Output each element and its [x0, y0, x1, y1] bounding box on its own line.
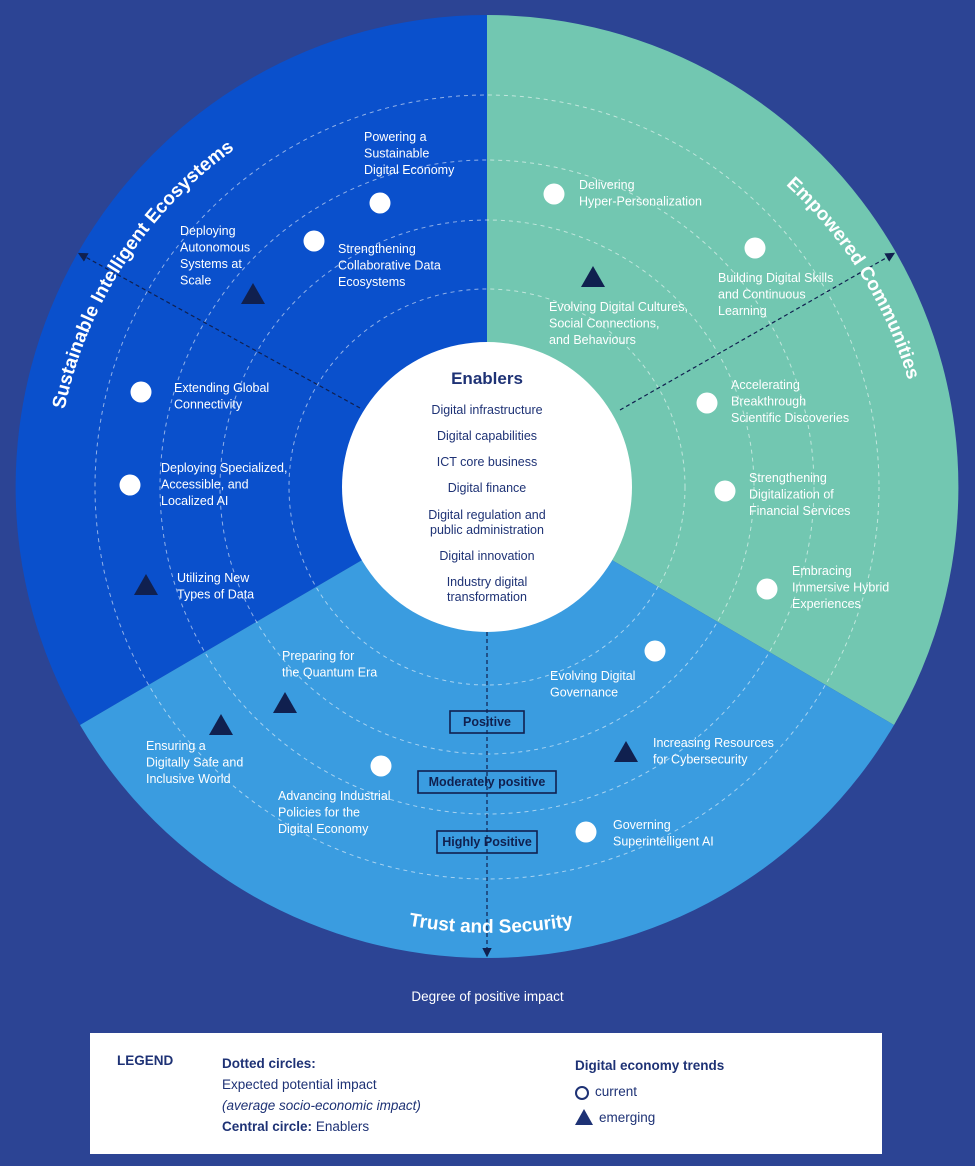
current-trend-circle-icon: [575, 821, 597, 843]
current-trend-circle-icon: [543, 183, 565, 205]
axis-caption: Degree of positive impact: [411, 989, 564, 1004]
legend-dotted-note: (average socio-economic impact): [222, 1098, 421, 1113]
emerging-trend-triangle-icon: [581, 266, 605, 287]
legend-emerging-row: emerging: [575, 1105, 724, 1131]
impact-level-highly-positive-label: Highly Positive: [442, 835, 532, 849]
legend-impact-column: Dotted circles: Expected potential impac…: [222, 1053, 421, 1137]
current-trend-circle-icon: [744, 237, 766, 259]
enabler-item: Digital infrastructure: [431, 403, 542, 417]
legend-central-title: Central circle:: [222, 1119, 313, 1134]
enablers-title: Enablers: [451, 369, 523, 388]
current-circle-icon: [575, 1086, 589, 1100]
legend-box: LEGEND Dotted circles: Expected potentia…: [90, 1033, 882, 1154]
current-trend-circle-icon: [370, 755, 392, 777]
current-trend-circle-icon: [119, 474, 141, 496]
legend-emerging-label: emerging: [599, 1110, 656, 1125]
axis-sustainable-arrow: [77, 252, 361, 409]
legend-central-desc: Enablers: [315, 1119, 370, 1134]
sector-trust-and-security: [80, 487, 894, 958]
impact-ring-outermost: [94, 94, 880, 880]
emerging-trend-triangle-icon: [134, 574, 158, 595]
emerging-triangle-icon: [575, 1109, 593, 1125]
impact-level-moderately-positive: Moderately positive: [417, 770, 557, 794]
axis-empowered-arrow: [619, 252, 896, 411]
enabler-item: Digital finance: [448, 481, 527, 495]
emerging-trend-triangle-icon: [614, 741, 638, 762]
impact-level-positive: Positive: [449, 710, 525, 734]
legend-title: LEGEND: [117, 1053, 174, 1068]
current-trend-circle-icon: [130, 381, 152, 403]
impact-level-moderately-positive-label: Moderately positive: [429, 775, 546, 789]
trend-label: Evolving Digital Cultures,Social Connect…: [549, 300, 688, 347]
enabler-item: Digital innovation: [439, 549, 534, 563]
enabler-item: ICT core business: [437, 455, 538, 469]
legend-trends-column: Digital economy trends current emerging: [575, 1053, 724, 1131]
emerging-trend-triangle-icon: [273, 692, 297, 713]
legend-dotted-desc: Expected potential impact: [222, 1077, 377, 1092]
current-trend-circle-icon: [303, 230, 325, 252]
trend-item: Evolving Digital Cultures,Social Connect…: [549, 266, 688, 347]
impact-level-positive-label: Positive: [463, 715, 511, 729]
current-trend-circle-icon: [369, 192, 391, 214]
impact-level-highly-positive: Highly Positive: [436, 830, 538, 854]
current-trend-circle-icon: [696, 392, 718, 414]
legend-current-row: current: [575, 1079, 724, 1105]
current-trend-circle-icon: [714, 480, 736, 502]
impact-ring-inner: [288, 288, 686, 686]
enabler-item: Digital capabilities: [437, 429, 537, 443]
current-trend-circle-icon: [644, 640, 666, 662]
current-trend-circle-icon: [756, 578, 778, 600]
legend-trends-title: Digital economy trends: [575, 1058, 725, 1073]
legend-current-label: current: [595, 1084, 638, 1099]
emerging-trend-triangle-icon: [241, 283, 265, 304]
enablers-disc: [342, 342, 632, 632]
legend-dotted-title: Dotted circles:: [222, 1056, 316, 1071]
emerging-trend-triangle-icon: [209, 714, 233, 735]
